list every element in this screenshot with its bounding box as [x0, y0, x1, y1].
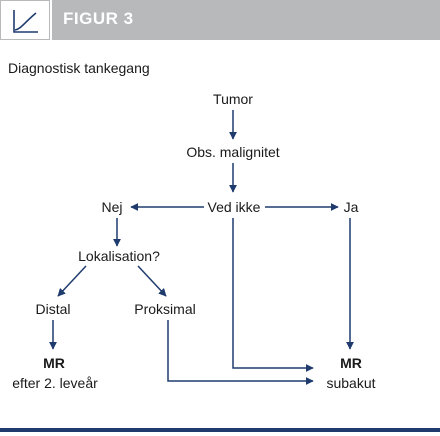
bottom-rule: [0, 428, 440, 432]
arrow-lokalisation-distal: [57, 265, 87, 297]
node-tumor: Tumor: [211, 91, 255, 107]
arrow-lokalisation-proksimal: [137, 265, 167, 297]
figure-label: FIGUR 3: [63, 9, 134, 28]
node-mr-left: MR: [41, 355, 67, 371]
node-obs-malignitet: Obs. malignitet: [184, 144, 282, 160]
header-divider: [50, 0, 52, 40]
diagram-subtitle: Diagnostisk tankegang: [8, 60, 150, 76]
line-chart-icon: [0, 0, 50, 40]
node-mr-right: MR: [338, 355, 364, 371]
node-nej: Nej: [99, 199, 125, 215]
node-distal: Distal: [33, 301, 73, 317]
node-lokalisation: Lokalisation?: [76, 248, 162, 264]
node-ved-ikke: Ved ikke: [205, 199, 263, 215]
arrow-vedikke-mr: [232, 218, 314, 372]
arrow-proksimal-mr: [167, 320, 314, 385]
node-proksimal: Proksimal: [132, 301, 198, 317]
figure-header: FIGUR 3: [0, 0, 440, 40]
node-efter-leveaar: efter 2. leveår: [10, 375, 100, 391]
node-ja: Ja: [341, 199, 361, 215]
node-subakut: subakut: [324, 375, 378, 391]
